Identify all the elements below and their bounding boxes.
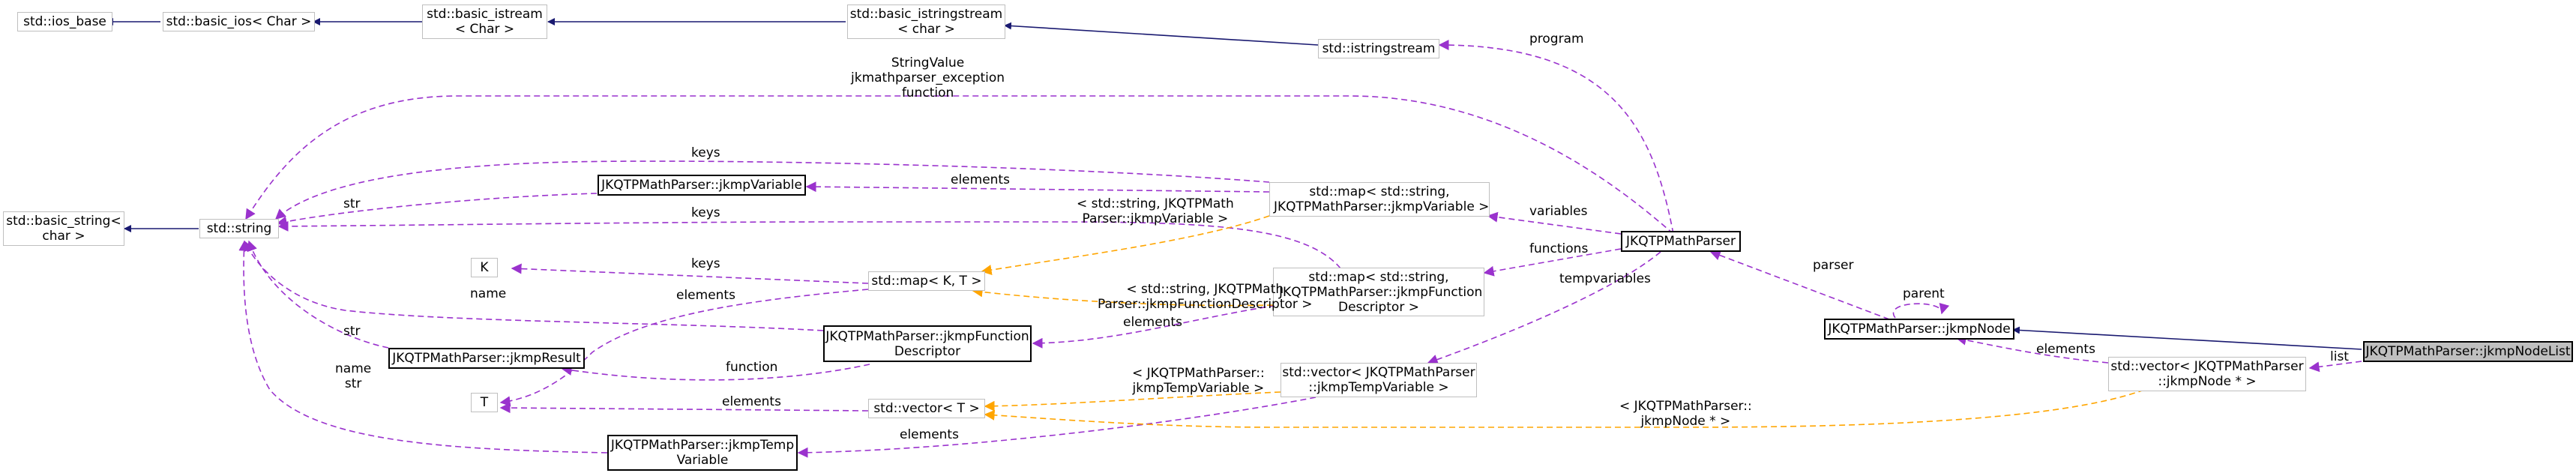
label-keys-map-function: keys	[691, 205, 720, 220]
class-node-jkmptempvariable[interactable]: JKQTPMathParser::jkmpTemp Variable	[607, 435, 798, 471]
label-keys-map-variable: keys	[691, 145, 720, 160]
label-program: program	[1529, 31, 1584, 46]
class-node-k[interactable]: K	[471, 258, 498, 277]
class-node-jkmpnode[interactable]: JKQTPMathParser::jkmpNode	[1824, 319, 2014, 340]
class-node-jkmpfunction-descriptor[interactable]: JKQTPMathParser::jkmpFunction Descriptor	[823, 325, 1032, 362]
class-node-std-basic-ios[interactable]: std::basic_ios< Char >	[163, 12, 315, 31]
label-jkmathparser-exception: jkmathparser_exception	[851, 70, 1005, 85]
class-node-vector-jkmpnode-pointer[interactable]: std::vector< JKQTPMathParser ::jkmpNode …	[2108, 357, 2306, 391]
class-node-vector-t[interactable]: std::vector< T >	[868, 399, 985, 418]
class-node-jkmpnodelist[interactable]: JKQTPMathParser::jkmpNodeList	[2363, 341, 2573, 362]
label-elements-map-function: elements	[1123, 315, 1182, 330]
label-name-str-temp: name str	[335, 361, 371, 391]
label-elements-vector-t: elements	[722, 394, 781, 409]
edge-vector-node-to-node	[1955, 334, 2109, 364]
edge-parser-to-string	[245, 95, 1674, 235]
label-elements-temp: elements	[900, 427, 959, 442]
class-node-std-basic-string[interactable]: std::basic_string< char >	[3, 211, 124, 246]
label-variables: variables	[1529, 204, 1588, 219]
label-template-vector-temp: < JKQTPMathParser:: jkmpTempVariable >	[1132, 366, 1265, 396]
edge-nodelist-to-vector-node	[2308, 361, 2362, 373]
label-str-variable: str	[343, 196, 361, 211]
edge-map-function-to-function-descriptor	[1032, 301, 1305, 349]
label-keys-k: keys	[691, 256, 720, 271]
class-node-map-string-function-descriptor[interactable]: std::map< std::string, JKQTPMathParser::…	[1273, 268, 1484, 316]
edge-map-variable-to-string-keys	[274, 160, 1270, 220]
edge-vector-temp-to-temp	[797, 397, 1316, 458]
label-string-to-parser: StringValue jkmathparser_exception funct…	[851, 55, 1005, 100]
edge-parser-to-vector-temp	[1427, 251, 1661, 365]
edge-map-variable-to-jkmpvariable	[805, 181, 1270, 193]
class-node-jkqtpmathparser[interactable]: JKQTPMathParser	[1621, 231, 1741, 252]
edge-nodelist-to-node	[2012, 326, 2362, 350]
label-template-map-function: < std::string, JKQTPMath Parser::jkmpFun…	[1098, 282, 1313, 312]
label-function-result: function	[726, 360, 778, 375]
class-node-std-string[interactable]: std::string	[199, 219, 279, 238]
label-elements-map-variable: elements	[951, 172, 1010, 187]
label-template-map-variable: < std::string, JKQTPMath Parser::jkmpVar…	[1077, 196, 1234, 226]
edge-parser-to-map-function	[1483, 248, 1622, 277]
class-node-std-basic-istringstream[interactable]: std::basic_istringstream < char >	[847, 4, 1005, 39]
edge-node-to-parser	[1709, 250, 1890, 320]
label-functions: functions	[1529, 241, 1589, 256]
label-name: name	[335, 361, 372, 376]
edge-function-descriptor-to-string	[244, 240, 824, 331]
label-name-function: name	[470, 286, 507, 301]
label-elements-t-map: elements	[676, 288, 735, 303]
label-str-result: str	[343, 324, 361, 339]
label-template-vector-node: < JKQTPMathParser:: jkmpNode * >	[1619, 399, 1752, 429]
edge-map-function-to-string-keys	[277, 220, 1341, 269]
label-str: str	[344, 376, 362, 391]
edge-map-kt-to-k	[511, 263, 869, 284]
edge-parser-to-map-variable	[1487, 211, 1622, 235]
edge-result-to-string	[247, 240, 389, 349]
label-parent: parent	[1903, 286, 1945, 301]
class-node-map-k-t[interactable]: std::map< K, T >	[868, 271, 985, 291]
edge-vector-t-to-t	[499, 403, 869, 414]
label-parser: parser	[1813, 258, 1854, 273]
edge-map-variable-to-map-kt	[981, 215, 1270, 275]
label-list: list	[2330, 349, 2349, 364]
class-node-t[interactable]: T	[471, 393, 498, 412]
edge-node-to-node-parent	[1892, 303, 1950, 319]
class-node-std-ios-base[interactable]: std::ios_base	[17, 12, 112, 31]
edge-istringstream-to-basic-istringstream	[1004, 22, 1319, 46]
class-node-std-basic-istream[interactable]: std::basic_istream < Char >	[422, 4, 547, 39]
class-node-jkmpvariable[interactable]: JKQTPMathParser::jkmpVariable	[598, 175, 806, 196]
edge-jkmpvariable-to-string	[276, 193, 598, 227]
class-node-map-string-jkmpvariable[interactable]: std::map< std::string, JKQTPMathParser::…	[1269, 182, 1490, 217]
edge-function-descriptor-to-result	[561, 364, 870, 381]
label-elements-node: elements	[2036, 342, 2095, 357]
edge-parser-to-istringstream	[1438, 40, 1674, 235]
edge-map-kt-to-t	[499, 289, 869, 407]
edge-vector-node-to-vector-t	[984, 389, 2145, 428]
class-node-jkmpresult[interactable]: JKQTPMathParser::jkmpResult	[388, 348, 585, 369]
label-tempvariables: tempvariables	[1559, 271, 1651, 286]
class-node-vector-jkmptempvariable[interactable]: std::vector< JKQTPMathParser ::jkmpTempV…	[1281, 363, 1477, 397]
class-node-std-istringstream[interactable]: std::istringstream	[1318, 39, 1439, 58]
label-function: function	[901, 85, 954, 100]
edge-map-function-to-map-kt	[972, 286, 1274, 307]
label-stringvalue: StringValue	[891, 55, 965, 70]
edge-temp-to-string	[238, 240, 608, 454]
